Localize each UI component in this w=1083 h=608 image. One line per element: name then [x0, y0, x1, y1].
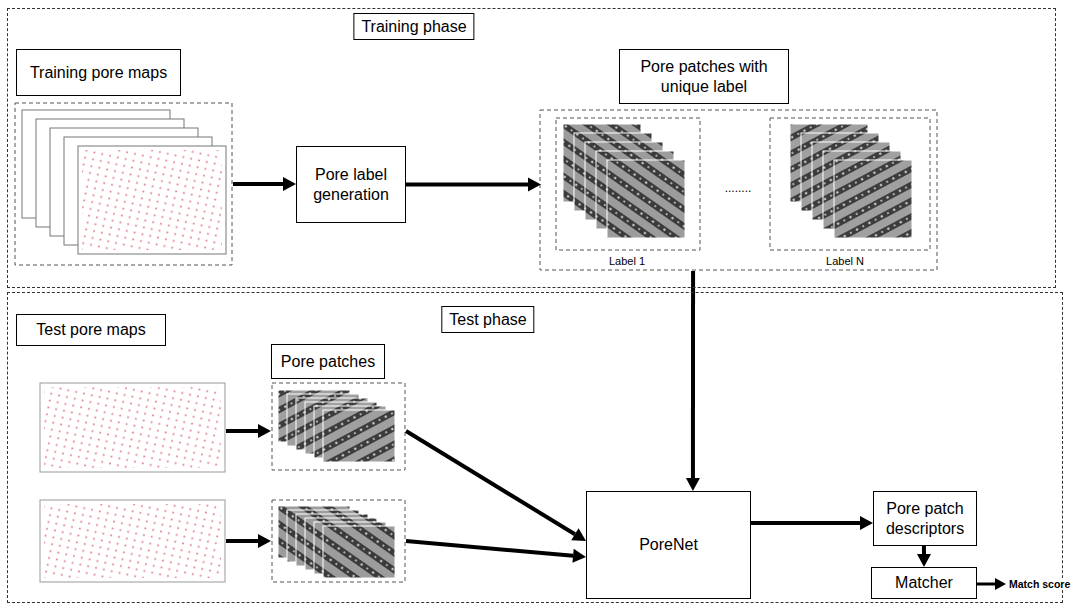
- arrow-line: [922, 546, 926, 554]
- patch-label: Label 1: [608, 255, 646, 268]
- phase-region: Test phase Test pore mapsPore patchesPore…: [7, 292, 1063, 603]
- arrow-connector: [406, 177, 541, 191]
- input-group: Test pore maps: [16, 314, 226, 583]
- arrow-head: [860, 516, 873, 530]
- arrow-head: [283, 177, 296, 191]
- input-group: Training pore maps: [16, 49, 233, 266]
- dashed-frame: [272, 500, 405, 582]
- arrow-connector: [233, 177, 296, 191]
- arrow-head: [571, 528, 586, 541]
- arrow-line: [406, 431, 575, 534]
- patch-stack: [278, 506, 395, 578]
- group-heading: Pore patches: [271, 344, 385, 379]
- arrow-line: [751, 521, 860, 525]
- arrow-connector: [751, 516, 873, 530]
- dashed-frame: [770, 118, 930, 250]
- arrow-head: [917, 554, 931, 567]
- pore-map: [40, 383, 225, 582]
- process-box: Pore patch descriptors: [873, 491, 977, 546]
- output-arrow: [976, 578, 1006, 590]
- arrow-line: [226, 539, 258, 543]
- arrow-head: [572, 549, 586, 563]
- box-label: Pore patch descriptors: [881, 499, 969, 537]
- phase-region: Training phaseTraining pore mapsPore lab…: [7, 8, 1056, 288]
- arrow-line: [406, 541, 573, 556]
- phase-title: Test phase: [441, 306, 534, 333]
- output-label: Match score: [1008, 578, 1071, 591]
- patch-group: Pore patches with unique label: [541, 49, 938, 271]
- phase-title: Training phase: [353, 13, 474, 40]
- process-box: Matcher: [871, 567, 977, 599]
- patch-stack: [790, 124, 912, 238]
- box-label: Matcher: [895, 573, 953, 592]
- arrow-line: [691, 271, 695, 478]
- arrow-connector: [917, 546, 931, 567]
- arrow-connector: [406, 431, 586, 563]
- process-box: Pore label generation: [296, 146, 406, 223]
- arrow-head: [528, 177, 541, 191]
- dashed-frame: [272, 383, 405, 470]
- patch-stack: [563, 124, 685, 238]
- box-label: PoreNet: [639, 535, 698, 554]
- arrow-head: [258, 534, 271, 548]
- dashed-frame: [540, 110, 937, 270]
- arrow-head: [258, 424, 271, 438]
- patch-group: Pore patches: [271, 344, 406, 583]
- dashed-frame: [15, 103, 232, 265]
- patch-label: Label N: [825, 255, 865, 268]
- group-heading: Test pore maps: [16, 314, 166, 346]
- arrow-line: [406, 182, 528, 186]
- group-heading: Pore patches with unique label: [619, 49, 789, 104]
- ellipsis: ........: [724, 181, 753, 195]
- network-box: PoreNet: [586, 491, 751, 599]
- patch-stack: [278, 390, 395, 462]
- arrow-line: [226, 429, 258, 433]
- arrow-head: [686, 478, 700, 491]
- box-label: Pore label generation: [304, 165, 398, 203]
- arrow-connector: [226, 424, 271, 548]
- group-heading: Training pore maps: [16, 49, 181, 96]
- arrow-line: [233, 182, 283, 186]
- arrow-connector: [686, 271, 700, 491]
- pore-map-stack: [22, 110, 226, 254]
- dashed-frame: [556, 118, 700, 250]
